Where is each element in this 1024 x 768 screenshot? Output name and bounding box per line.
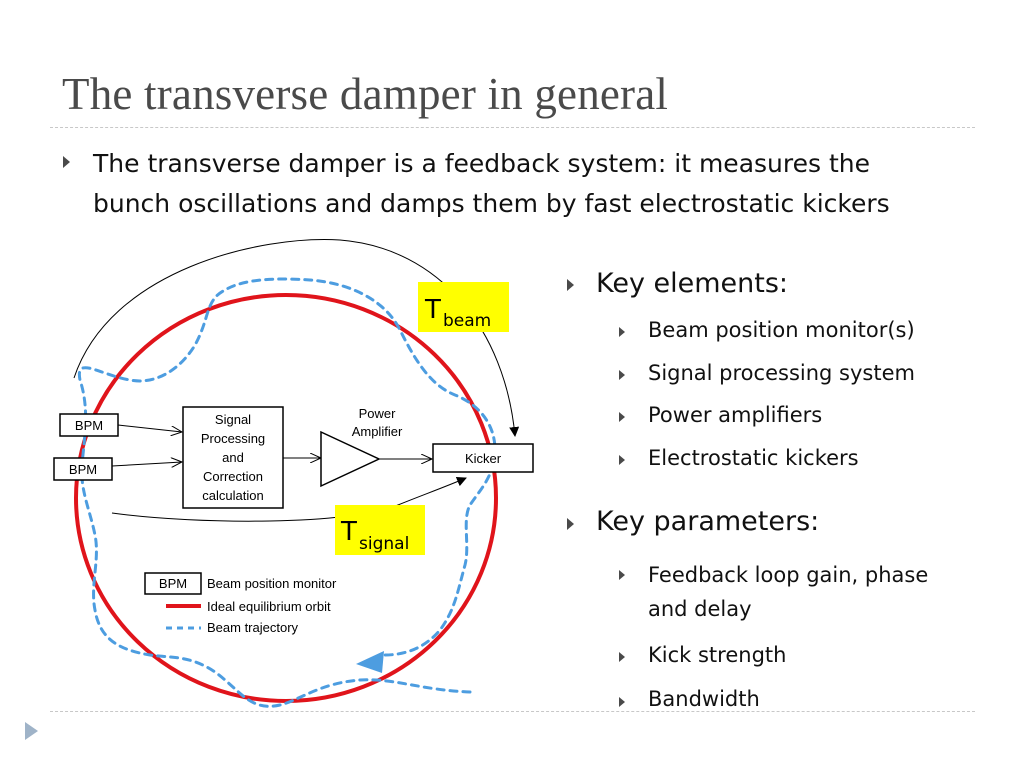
sp-line: and bbox=[222, 450, 244, 465]
intro-line-1: The transverse damper is a feedback syst… bbox=[93, 149, 870, 178]
key-element-item: Beam position monitor(s) bbox=[648, 318, 915, 342]
power-amplifier-icon bbox=[320, 430, 381, 488]
bpm-box-2 bbox=[53, 457, 113, 481]
key-parameter-item: Feedback loop gain, phase and delay bbox=[648, 558, 928, 626]
legend-bpm-box bbox=[144, 572, 202, 595]
key-parameter-item: Kick strength bbox=[648, 643, 787, 667]
amp-line: Amplifier bbox=[352, 424, 403, 439]
beam-trajectory bbox=[77, 277, 497, 708]
t-signal-box bbox=[335, 505, 425, 555]
t-signal-main: T bbox=[340, 517, 357, 547]
bullet-triangle-icon bbox=[619, 652, 625, 662]
bullet-triangle-icon bbox=[619, 327, 625, 337]
legend-orbit-text: Ideal equilibrium orbit bbox=[207, 599, 331, 614]
legend-bpm-symbol: BPM bbox=[159, 576, 187, 591]
footer-divider bbox=[50, 711, 975, 712]
bpm-label-1: BPM bbox=[75, 418, 103, 433]
bullet-triangle-icon bbox=[567, 518, 574, 530]
bullet-triangle-icon bbox=[619, 570, 625, 580]
amp-line: Power bbox=[359, 406, 397, 421]
key-parameter-item: Bandwidth bbox=[648, 687, 760, 711]
key-elements-heading: Key elements: bbox=[596, 268, 789, 299]
ideal-orbit bbox=[74, 293, 498, 703]
key-element-item: Electrostatic kickers bbox=[648, 446, 859, 470]
t-beam-sub: beam bbox=[443, 311, 491, 331]
bullet-triangle-icon bbox=[619, 370, 625, 380]
legend-trajectory-text: Beam trajectory bbox=[207, 620, 299, 635]
sp-line: calculation bbox=[202, 488, 263, 503]
key-parameter-line: and delay bbox=[648, 597, 752, 621]
kicker-label: Kicker bbox=[465, 451, 502, 466]
t-beam-main: T bbox=[424, 295, 441, 325]
bpm-label-2: BPM bbox=[69, 462, 97, 477]
key-element-item: Signal processing system bbox=[648, 361, 915, 385]
trajectory-arrowhead bbox=[356, 651, 384, 673]
t-beam-box bbox=[418, 282, 509, 332]
kicker-box bbox=[432, 443, 534, 473]
bpm1-to-sp-arrow bbox=[117, 424, 182, 432]
t-signal-sub: signal bbox=[359, 534, 409, 554]
bullet-triangle-icon bbox=[619, 697, 625, 707]
beam-time-arc bbox=[73, 239, 520, 437]
key-parameters-heading: Key parameters: bbox=[596, 506, 820, 537]
nav-next-icon[interactable] bbox=[25, 722, 38, 740]
bpm2-to-sp-arrow bbox=[111, 462, 182, 466]
key-parameter-line: Feedback loop gain, phase bbox=[648, 563, 929, 587]
intro-text: The transverse damper is a feedback syst… bbox=[93, 144, 983, 224]
signal-processing-box bbox=[182, 406, 284, 509]
bullet-triangle-icon bbox=[619, 412, 625, 422]
legend-bpm-text: Beam position monitor bbox=[207, 576, 337, 591]
key-element-item: Power amplifiers bbox=[648, 403, 823, 427]
sp-line: Signal bbox=[215, 412, 251, 427]
sp-line: Correction bbox=[203, 469, 263, 484]
bullet-triangle-icon bbox=[63, 156, 70, 168]
title-divider bbox=[50, 127, 975, 128]
sp-line: Processing bbox=[201, 431, 265, 446]
bullet-triangle-icon bbox=[619, 455, 625, 465]
page-title: The transverse damper in general bbox=[62, 69, 669, 119]
intro-line-2: bunch oscillations and damps them by fas… bbox=[93, 189, 890, 218]
bullet-triangle-icon bbox=[567, 279, 574, 291]
